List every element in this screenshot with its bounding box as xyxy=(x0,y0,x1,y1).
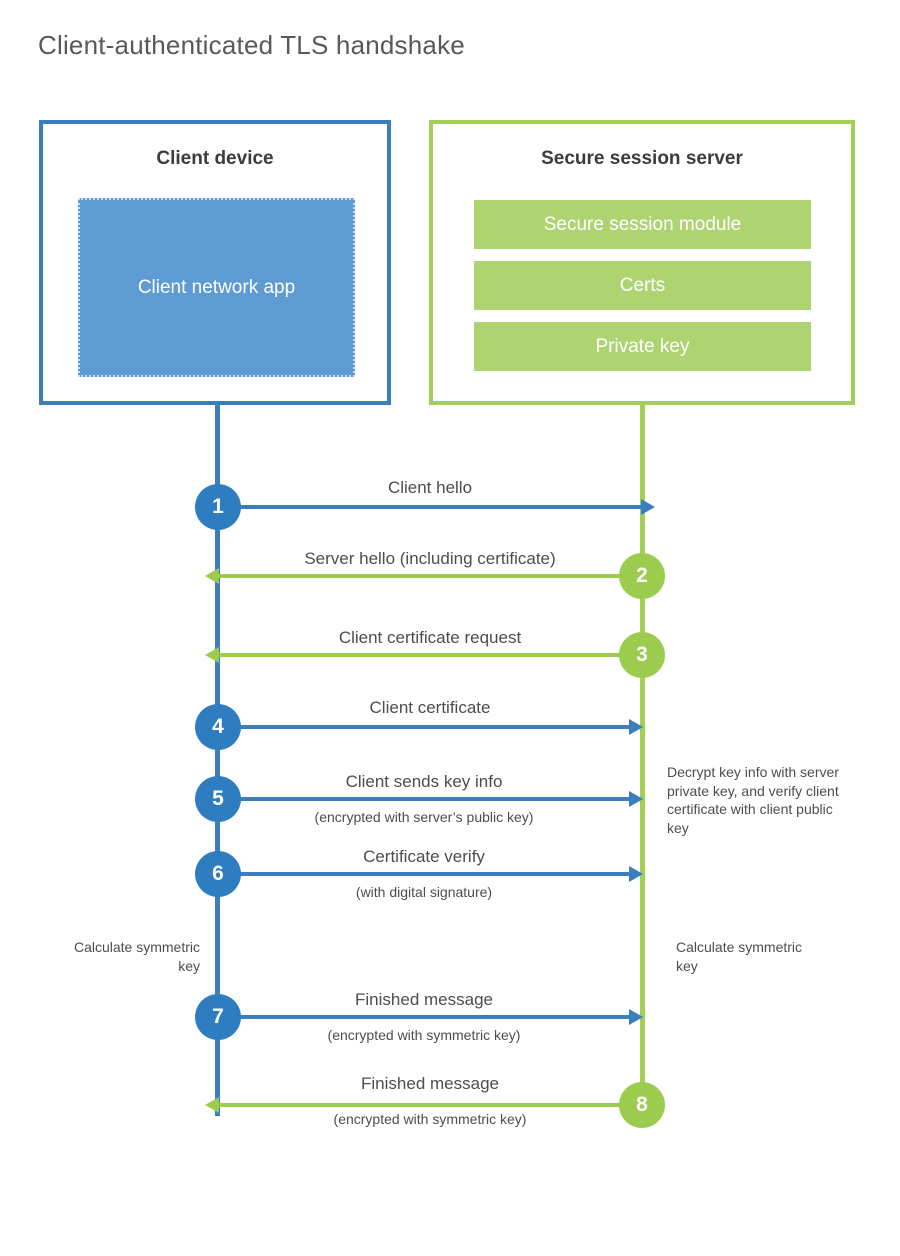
step-6-label: Certificate verify xyxy=(363,847,485,866)
step-6-arrow xyxy=(218,866,643,882)
server-lifeline xyxy=(640,405,645,1105)
client-lifeline xyxy=(215,405,220,1116)
client-device-title: Client device xyxy=(156,148,274,169)
step-7-label: Finished message xyxy=(355,990,493,1009)
server-decrypt-note: Decrypt key info with server private key… xyxy=(667,764,839,836)
server-module-list: Secure session module Certs Private key xyxy=(474,200,811,383)
step-4-arrow xyxy=(218,719,643,735)
step-6-circle: 6 xyxy=(195,851,241,897)
client-network-app-block: Client network app xyxy=(78,198,355,377)
step-4-label: Client certificate xyxy=(369,698,491,717)
arrow-left-icon xyxy=(205,568,219,584)
step-4-circle: 4 xyxy=(195,704,241,750)
step-8-circle: 8 xyxy=(619,1082,665,1128)
step-5-label: Client sends key info xyxy=(345,772,503,791)
step-5-arrow xyxy=(218,791,643,807)
step-7-sublabel: (encrypted with symmetric key) xyxy=(327,1027,521,1043)
step-1-label: Client hello xyxy=(387,478,473,497)
step-1-arrow xyxy=(218,499,655,515)
step-2-circle: 2 xyxy=(619,553,665,599)
arrow-left-icon xyxy=(205,647,219,663)
step-8-arrow xyxy=(205,1097,642,1113)
secure-session-server-box: Secure session server Secure session mod… xyxy=(429,120,855,405)
arrow-right-icon xyxy=(641,499,655,515)
secure-session-server-title: Secure session server xyxy=(541,148,743,169)
step-8-label: Finished message xyxy=(361,1074,499,1093)
arrow-right-icon xyxy=(629,1009,643,1025)
step-3-label: Client certificate request xyxy=(338,628,522,647)
server-calculate-symmetric-key-note: Calculate symmetric key xyxy=(676,939,803,974)
step-1-circle: 1 xyxy=(195,484,241,530)
step-2-arrow xyxy=(205,568,642,584)
step-6-sublabel: (with digital signature) xyxy=(355,884,493,900)
server-module-secure-session-module: Secure session module xyxy=(474,200,811,249)
step-5-sublabel: (encrypted with server’s public key) xyxy=(314,809,534,825)
server-module-private-key: Private key xyxy=(474,322,811,371)
server-module-certs: Certs xyxy=(474,261,811,310)
arrow-right-icon xyxy=(629,866,643,882)
client-device-box: Client device Client network app xyxy=(39,120,391,405)
page-title: Client-authenticated TLS handshake xyxy=(38,30,465,60)
arrow-right-icon xyxy=(629,791,643,807)
step-7-circle: 7 xyxy=(195,994,241,1040)
step-5-circle: 5 xyxy=(195,776,241,822)
step-7-arrow xyxy=(218,1009,643,1025)
step-3-arrow xyxy=(205,647,642,663)
step-2-label: Server hello (including certificate) xyxy=(304,549,556,568)
arrow-left-icon xyxy=(205,1097,219,1113)
step-8-sublabel: (encrypted with symmetric key) xyxy=(333,1111,527,1127)
step-3-circle: 3 xyxy=(619,632,665,678)
arrow-right-icon xyxy=(629,719,643,735)
client-calculate-symmetric-key-note: Calculate symmetric key xyxy=(73,939,200,974)
